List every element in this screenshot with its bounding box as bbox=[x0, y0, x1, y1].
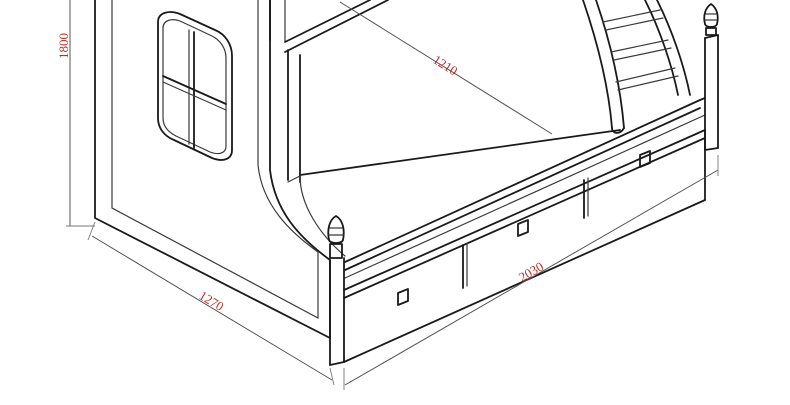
length-dimension: 2030 bbox=[343, 155, 719, 390]
window-icon bbox=[157, 11, 233, 161]
length-label: 2030 bbox=[516, 259, 546, 285]
right-finial-icon bbox=[703, 3, 719, 36]
front-left-post bbox=[329, 257, 345, 366]
drawer-handle-3 bbox=[639, 150, 651, 168]
ladder bbox=[582, 0, 691, 134]
lower-bunk-frame bbox=[284, 0, 706, 279]
right-end-post bbox=[699, 34, 719, 151]
width-label: 1270 bbox=[196, 288, 226, 314]
left-finial-icon bbox=[327, 215, 345, 259]
inner-length-dimension: 1210 bbox=[339, 1, 553, 135]
width-dimension: 1270 bbox=[87, 221, 335, 386]
drawer-handle-2 bbox=[517, 219, 529, 237]
height-dimension: 1800 bbox=[56, 0, 95, 227]
drawer-handle-1 bbox=[397, 288, 409, 306]
height-label: 1800 bbox=[56, 33, 71, 59]
headboard-panel bbox=[94, 0, 331, 339]
